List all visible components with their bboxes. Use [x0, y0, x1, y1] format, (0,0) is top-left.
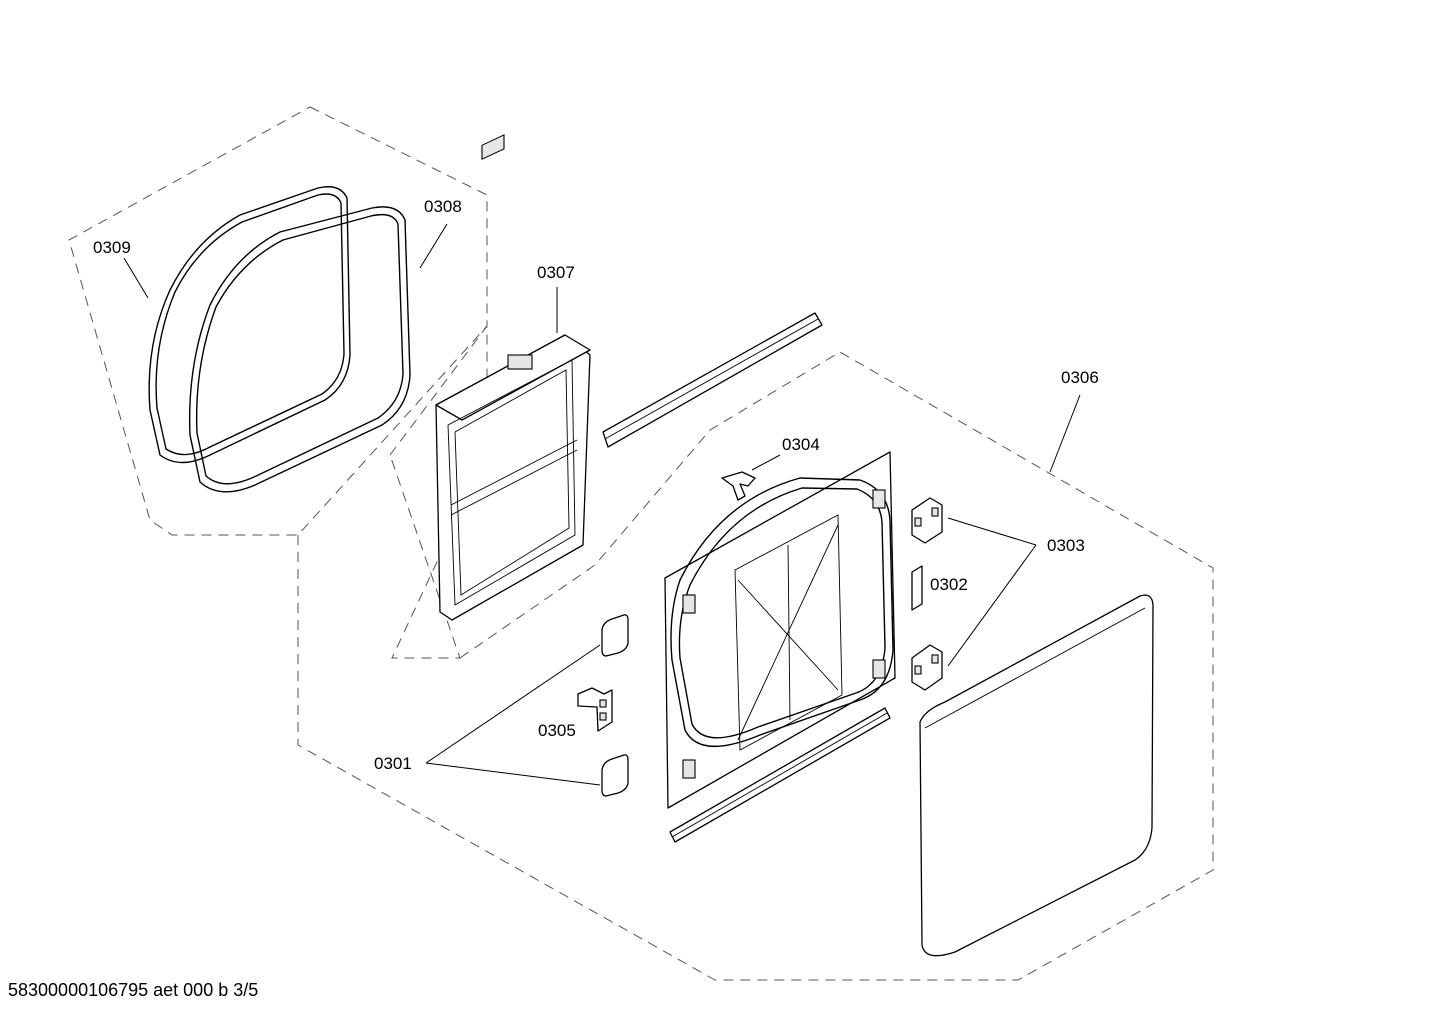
callout-0306: 0306 — [1061, 368, 1099, 387]
upper-door-rail[interactable] — [602, 312, 823, 448]
hinge-strip[interactable] — [911, 565, 923, 611]
cover-cap-lower[interactable] — [601, 754, 629, 797]
outer-door-panel[interactable] — [919, 594, 1154, 957]
callout-0309: 0309 — [93, 238, 131, 257]
door-inner-frame[interactable] — [664, 451, 896, 809]
callout-0302: 0302 — [930, 575, 968, 594]
callout-0308: 0308 — [424, 197, 462, 216]
latch-bracket[interactable] — [577, 687, 613, 732]
door-gasket-inner[interactable] — [188, 206, 411, 493]
callout-0305: 0305 — [538, 721, 576, 740]
door-hook[interactable] — [721, 471, 756, 501]
callout-0301: 0301 — [374, 754, 412, 773]
callout-0304: 0304 — [782, 435, 820, 454]
group-outline-filter-frame — [389, 324, 488, 659]
lint-filter-frame[interactable] — [435, 134, 591, 621]
hinge-lower[interactable] — [911, 644, 943, 691]
lower-door-rail[interactable] — [669, 707, 891, 843]
document-id: 58300000106795 aet 000 b 3/5 — [8, 980, 259, 1000]
leader-lines — [123, 223, 1081, 786]
cover-cap-upper[interactable] — [601, 614, 629, 657]
hinge-upper[interactable] — [911, 497, 943, 544]
door-gasket-outer[interactable] — [148, 186, 351, 464]
group-outline-door — [297, 351, 1214, 981]
callout-0303: 0303 — [1047, 536, 1085, 555]
group-outline-gaskets — [68, 106, 488, 536]
callout-0307: 0307 — [537, 263, 575, 282]
